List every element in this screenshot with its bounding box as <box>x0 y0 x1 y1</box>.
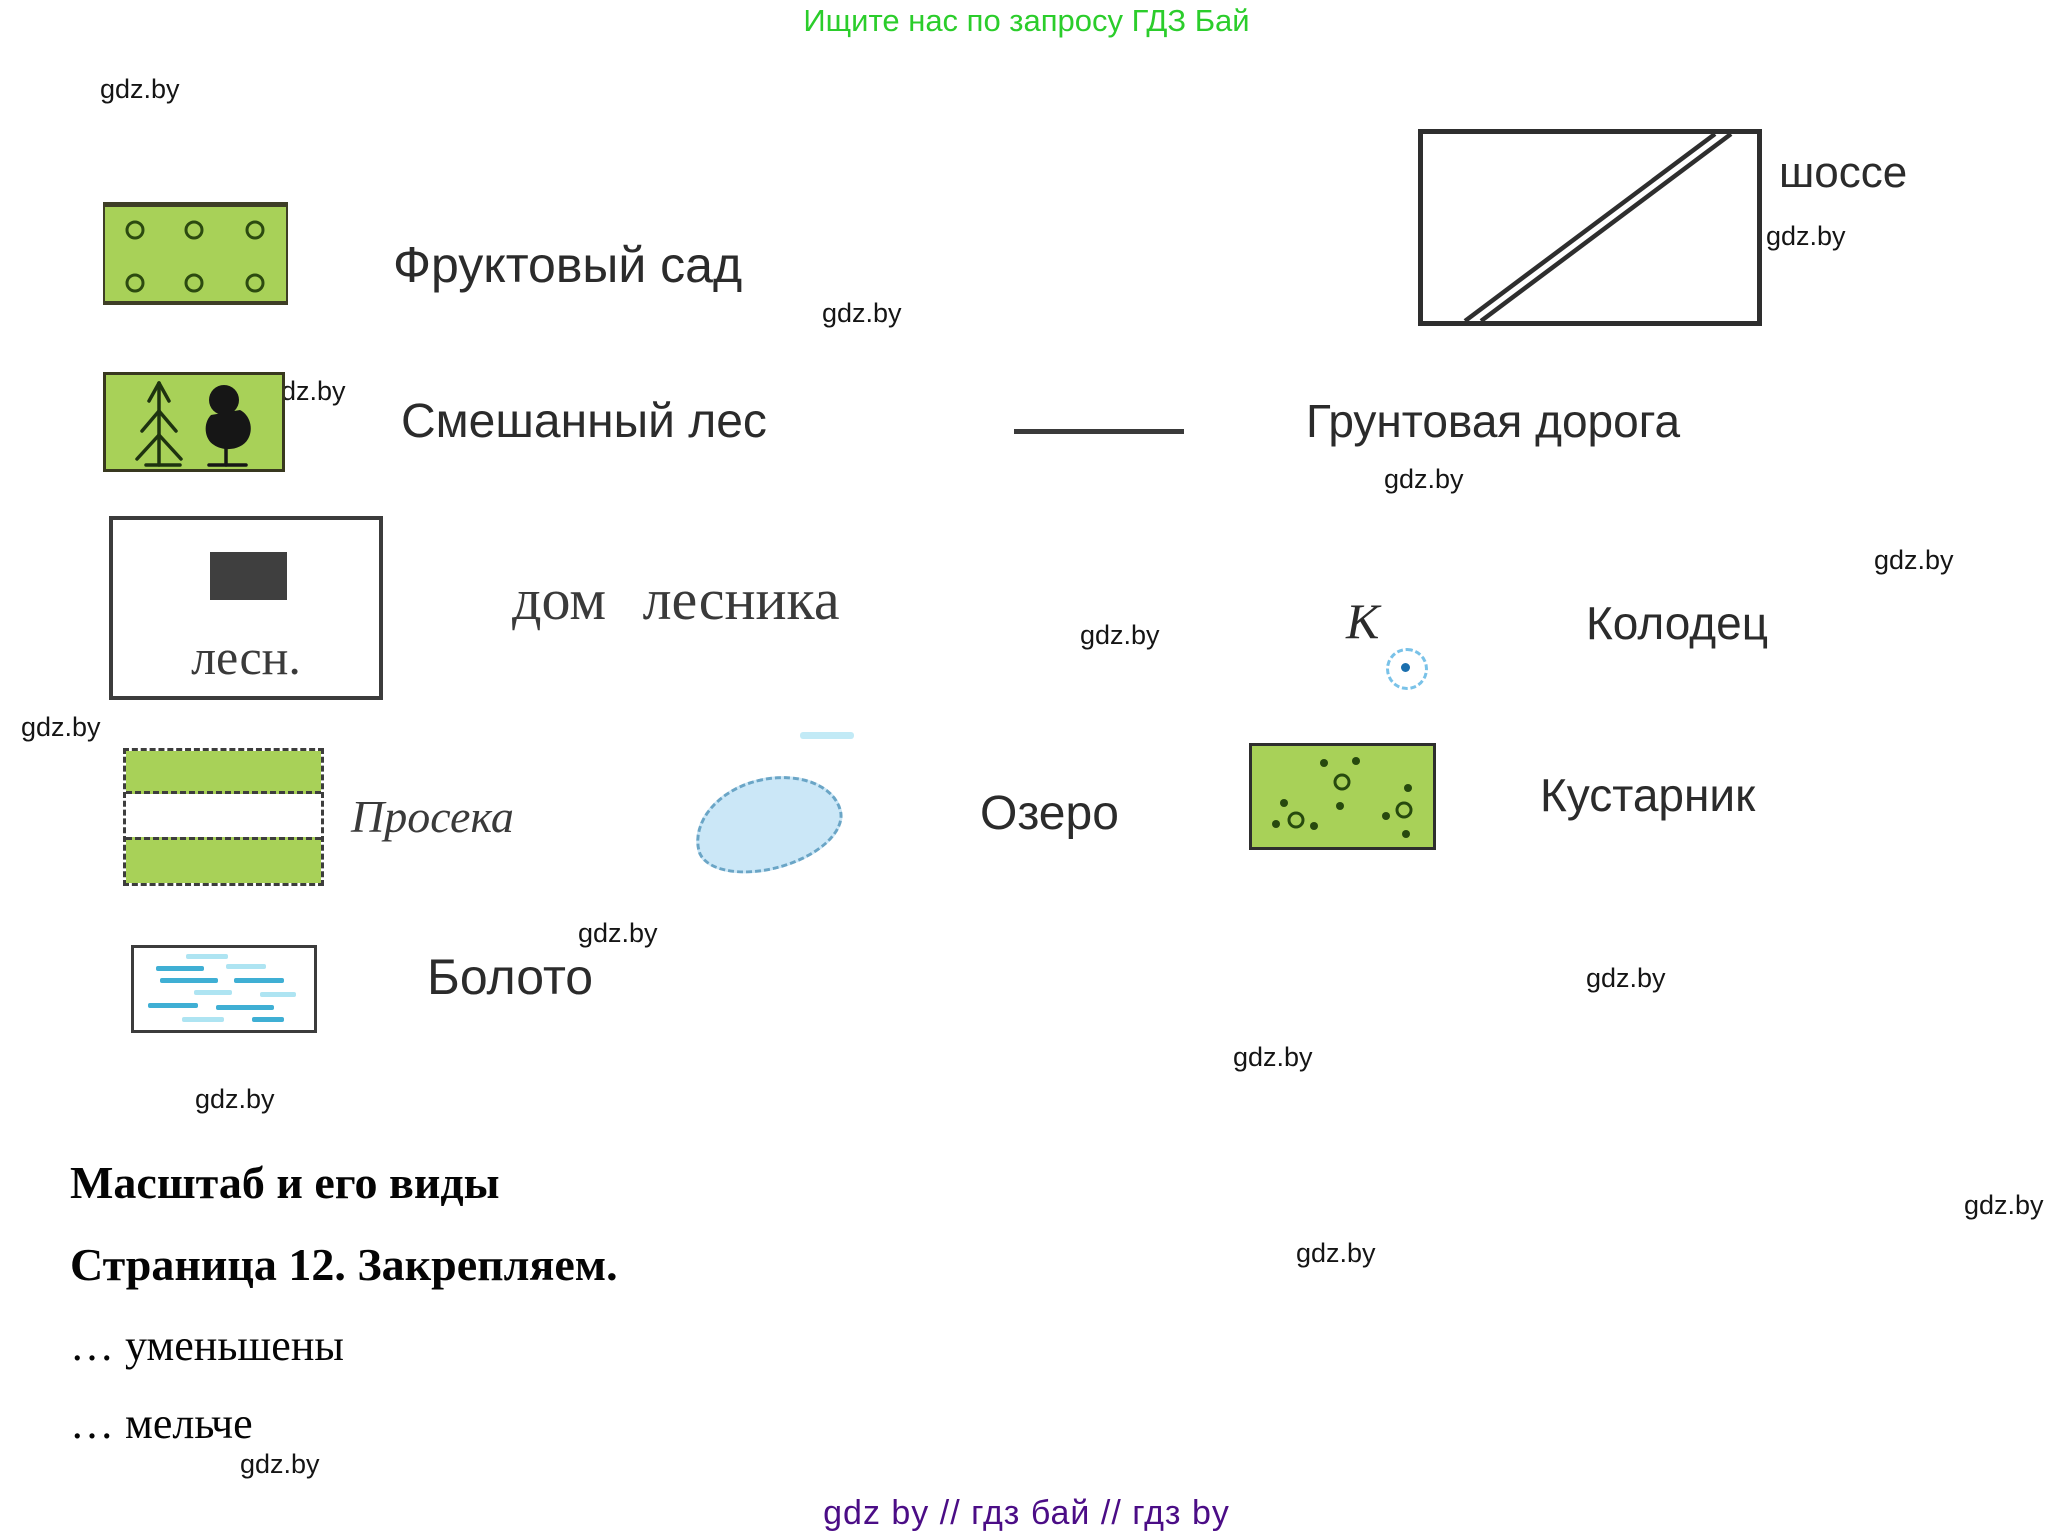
glade-symbol <box>123 748 324 886</box>
well-letter: К <box>1346 593 1380 649</box>
legend-label-forester-house: дом лесника <box>512 567 840 632</box>
highway-symbol <box>1418 129 1762 326</box>
house-caption: лесн. <box>191 629 301 685</box>
watermark: gdz.by <box>1384 464 1464 494</box>
double-line-icon <box>1463 132 1733 323</box>
watermark: gdz.by <box>1080 620 1160 650</box>
legend-label-highway: шоссе <box>1779 148 1908 197</box>
watermark: gdz.by <box>1233 1042 1313 1072</box>
swamp-dash-icon <box>182 1017 224 1022</box>
lake-ripple-icon <box>800 732 854 739</box>
promo-banner: Ищите нас по запросу ГДЗ Бай <box>803 3 1250 38</box>
trees-icon <box>135 381 251 467</box>
watermark: gdz.by <box>1874 545 1954 575</box>
page-title: Масштаб и его виды <box>70 1157 500 1208</box>
well-circle-icon <box>1386 648 1428 690</box>
watermark: gdz.by <box>100 74 180 104</box>
watermark: gdz.by <box>1586 963 1666 993</box>
legend-label-mixed-forest: Смешанный лес <box>401 395 767 448</box>
dirt-road-symbol <box>1014 429 1184 434</box>
glade-white-band <box>126 794 321 837</box>
swamp-dash-icon <box>260 992 296 997</box>
shrub-dots-icon <box>1272 757 1413 838</box>
well-dot-icon <box>1401 663 1410 672</box>
watermark: gdz.by <box>195 1084 275 1114</box>
legend-label-lake: Озеро <box>980 787 1119 840</box>
shrub-symbol <box>1249 743 1436 850</box>
watermark: gdz.by <box>1766 221 1846 251</box>
watermark: gdz.by <box>578 918 658 948</box>
orchard-symbol <box>103 202 288 305</box>
orchard-circles-icon <box>125 220 265 293</box>
lake-symbol <box>684 761 852 887</box>
forester-house-symbol: лесн. <box>109 516 383 700</box>
legend-label-glade: Просека <box>351 791 514 842</box>
legend-label-dirt-road: Грунтовая дорога <box>1306 395 1681 447</box>
well-symbol: К <box>1340 592 1450 704</box>
swamp-symbol <box>131 945 317 1033</box>
glade-green-band <box>126 751 321 794</box>
swamp-dash-icon <box>216 1005 274 1010</box>
glade-green-band <box>126 837 321 883</box>
swamp-dash-icon <box>148 1003 198 1008</box>
swamp-dash-icon <box>226 964 266 969</box>
swamp-dash-icon <box>156 966 204 971</box>
watermark: gdz.by <box>240 1449 320 1479</box>
footer-watermark: gdz by // гдз бай // гдз by <box>823 1494 1230 1532</box>
swamp-dash-icon <box>234 978 284 983</box>
legend-label-shrub: Кустарник <box>1540 769 1756 821</box>
mixed-forest-symbol <box>103 372 285 472</box>
page-subtitle: Страница 12. Закрепляем. <box>70 1239 618 1290</box>
legend-label-swamp: Болото <box>427 949 594 1005</box>
watermark: gdz.by <box>1296 1238 1376 1268</box>
swamp-dash-icon <box>194 990 232 995</box>
house-rect-icon <box>210 552 287 600</box>
legend-label-well: Колодец <box>1586 597 1769 649</box>
swamp-dash-icon <box>252 1017 284 1022</box>
legend-label-orchard: Фруктовый сад <box>393 237 743 293</box>
watermark: gdz.by <box>21 712 101 742</box>
swamp-dash-icon <box>160 978 218 983</box>
watermark: gdz.by <box>1964 1190 2044 1220</box>
answer-line: … уменьшены <box>70 1321 344 1370</box>
swamp-dash-icon <box>186 954 228 959</box>
answer-line: … мельче <box>70 1399 253 1448</box>
watermark: gdz.by <box>822 298 902 328</box>
